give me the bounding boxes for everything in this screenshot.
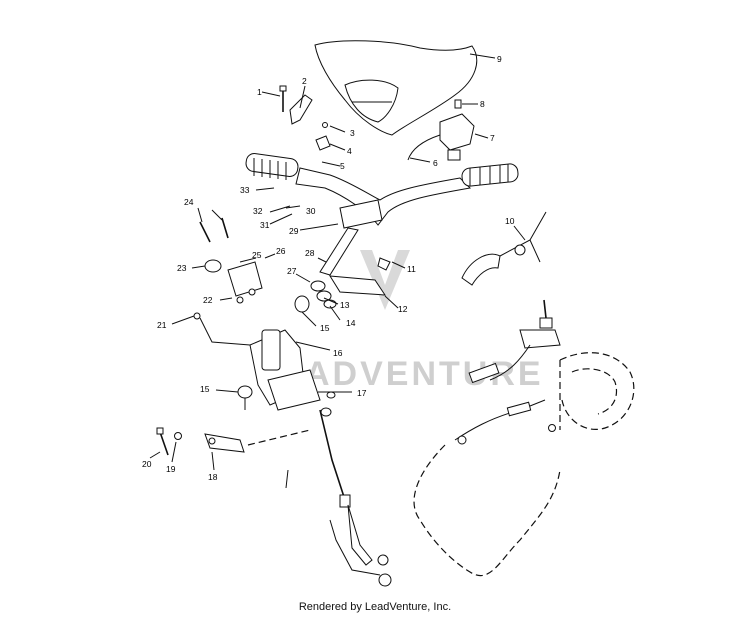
callout-labels: 1 2 3 4 5 6 7 8 9 10 11 12 13 14 15 15 1…: [142, 54, 515, 482]
bolt-1[interactable]: [279, 85, 287, 112]
callout-29[interactable]: 29: [289, 226, 299, 236]
arm-18[interactable]: [204, 433, 245, 453]
watermark-text: ADVENTURE: [305, 355, 544, 393]
washers-center[interactable]: [320, 391, 336, 417]
leader-21: [199, 317, 251, 346]
callout-6[interactable]: 6: [433, 158, 438, 168]
callout-30[interactable]: 30: [306, 206, 316, 216]
screw-21[interactable]: [193, 312, 201, 320]
bracket-17[interactable]: [267, 369, 321, 411]
callout-22[interactable]: 22: [203, 295, 213, 305]
callout-11[interactable]: 11: [407, 264, 416, 274]
footer-credit: Rendered by LeadVenture, Inc.: [298, 601, 452, 613]
brake-lever-assembly[interactable]: [454, 299, 561, 445]
callout-26[interactable]: 26: [276, 246, 286, 256]
bushing-27[interactable]: [310, 280, 326, 292]
bracket-2[interactable]: [289, 94, 313, 125]
watermark: ADVENTURE: [305, 250, 544, 393]
callout-12[interactable]: 12: [398, 304, 408, 314]
callout-3[interactable]: 3: [350, 128, 355, 138]
callout-14[interactable]: 14: [346, 318, 356, 328]
bushing-15[interactable]: [294, 295, 310, 313]
callout-5[interactable]: 5: [340, 161, 345, 171]
cable-routing: [413, 444, 561, 577]
washer-13[interactable]: [316, 290, 332, 302]
callout-23[interactable]: 23: [177, 263, 187, 273]
callout-17[interactable]: 17: [357, 388, 367, 398]
nut-19[interactable]: [174, 432, 182, 440]
callout-27[interactable]: 27: [287, 266, 297, 276]
bolt-20[interactable]: [156, 427, 169, 456]
callout-18[interactable]: 18: [208, 472, 218, 482]
callout-31[interactable]: 31: [260, 220, 270, 230]
handlebar-cover[interactable]: [314, 40, 478, 136]
callout-8[interactable]: 8: [480, 99, 485, 109]
callout-15-lower[interactable]: 15: [200, 384, 210, 394]
bracket-25[interactable]: [227, 261, 263, 297]
callout-2[interactable]: 2: [302, 76, 307, 86]
nuts-22[interactable]: [236, 288, 256, 304]
switch-housing-7[interactable]: [439, 113, 475, 161]
leader-lines: [149, 53, 526, 471]
screw-3[interactable]: [322, 122, 328, 128]
throttle-10[interactable]: [461, 211, 547, 286]
callout-32[interactable]: 32: [253, 206, 263, 216]
callout-10[interactable]: 10: [505, 216, 515, 226]
screw-8[interactable]: [454, 99, 462, 109]
bushing-15b[interactable]: [237, 385, 253, 399]
washer-23[interactable]: [204, 259, 222, 273]
leader-18: [247, 429, 311, 446]
callout-7[interactable]: 7: [490, 133, 495, 143]
wire-6: [407, 134, 441, 161]
callout-24[interactable]: 24: [184, 197, 194, 207]
bolt-lower[interactable]: [285, 469, 289, 489]
callout-9[interactable]: 9: [497, 54, 502, 64]
callout-1[interactable]: 1: [257, 87, 262, 97]
clamp-4[interactable]: [315, 135, 331, 151]
callout-25[interactable]: 25: [252, 250, 262, 260]
callout-21[interactable]: 21: [157, 320, 167, 330]
callout-20[interactable]: 20: [142, 459, 152, 469]
callout-33[interactable]: 33: [240, 185, 250, 195]
callout-28[interactable]: 28: [305, 248, 315, 258]
handlebar[interactable]: [245, 152, 519, 226]
bolts-24[interactable]: [199, 217, 229, 243]
callout-13[interactable]: 13: [340, 300, 350, 310]
callout-19[interactable]: 19: [166, 464, 176, 474]
steering-post[interactable]: [319, 199, 383, 276]
brake-drum: [559, 352, 635, 430]
bolt-11[interactable]: [377, 257, 391, 271]
callout-16[interactable]: 16: [333, 348, 343, 358]
tie-rod[interactable]: [319, 409, 392, 587]
callout-15-upper[interactable]: 15: [320, 323, 330, 333]
bracket-12[interactable]: [329, 275, 386, 296]
callout-4[interactable]: 4: [347, 146, 352, 156]
